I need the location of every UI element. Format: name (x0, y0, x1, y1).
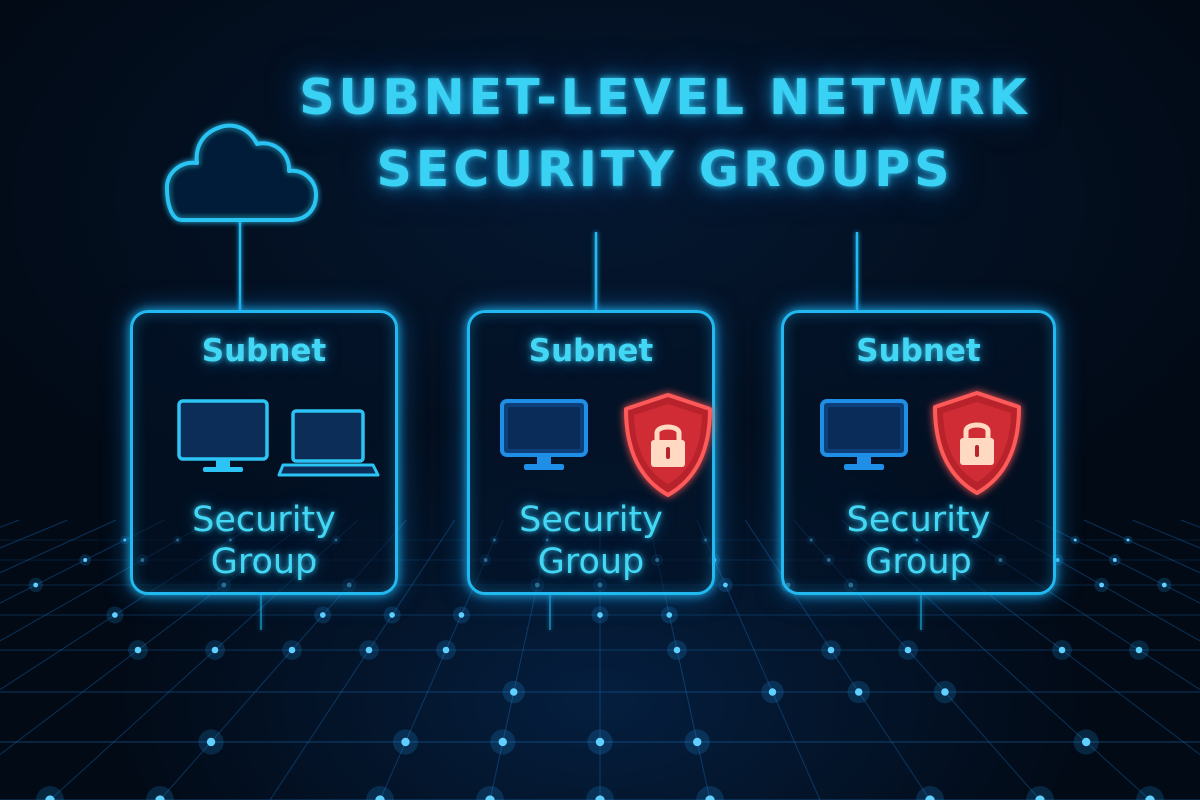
security-group-line-2: Group (865, 542, 972, 582)
grid-node (941, 688, 949, 696)
subnet-label: Subnet (201, 333, 327, 369)
grid-node (1145, 795, 1155, 800)
grid-line (0, 519, 117, 574)
grid-node (1099, 582, 1104, 588)
grid-node (693, 737, 702, 747)
grid-node (904, 646, 912, 654)
grid-node (1055, 558, 1060, 562)
grid-node (1082, 737, 1091, 747)
cloud-icon (150, 118, 320, 228)
grid-node (1073, 538, 1077, 542)
laptop-icon (277, 408, 380, 478)
security-group-label: Security Group (784, 499, 1053, 583)
grid-line (744, 519, 931, 800)
security-group-line-2: Group (537, 542, 645, 582)
security-group-line-2: Group (210, 542, 318, 582)
grid-node (33, 582, 39, 588)
grid-node (211, 646, 219, 654)
security-group-line-1: Security (192, 500, 336, 540)
grid-node (365, 646, 373, 654)
grid-node (1035, 795, 1045, 800)
grid-node (705, 795, 715, 800)
grid-node (458, 612, 465, 618)
grid-node (485, 795, 495, 800)
diagram-title: SUBNET-LEVEL NETWRK SECURITY GROUPS (250, 62, 1080, 206)
grid-node (134, 646, 142, 654)
subnet-card-1: Subnet Security Group (130, 310, 398, 595)
grid-node-glow (916, 786, 944, 800)
security-group-label: Security Group (133, 499, 395, 583)
grid-line (1035, 519, 1200, 604)
grid-node (925, 795, 935, 800)
grid-node (206, 737, 216, 747)
grid-node (723, 582, 728, 588)
grid-line (0, 519, 165, 604)
grid-node (510, 688, 518, 696)
monitor-icon (175, 398, 275, 478)
title-line-1: SUBNET-LEVEL NETWRK (299, 69, 1031, 126)
subnet-card-2: Subnet (467, 310, 715, 595)
grid-node (45, 795, 55, 800)
grid-node (595, 795, 605, 800)
grid-node (498, 737, 507, 747)
subnet-card-3: Subnet (781, 310, 1056, 595)
monitor-icon (498, 398, 594, 478)
grid-node (123, 538, 127, 542)
title-line-2: SECURITY GROUPS (376, 141, 954, 198)
grid-line (1083, 519, 1200, 574)
grid-node (389, 612, 395, 618)
monitor-icon (818, 398, 914, 478)
grid-node-glow (696, 786, 724, 800)
grid-node (854, 688, 863, 696)
grid-node (112, 612, 118, 618)
grid-node-glow (36, 786, 64, 800)
grid-node-glow (1136, 786, 1164, 800)
grid-node-glow (366, 786, 394, 800)
grid-node (597, 612, 603, 618)
subnet-label: Subnet (528, 333, 654, 369)
grid-node (288, 646, 296, 654)
grid-node (673, 646, 681, 654)
grid-line (696, 519, 821, 800)
security-group-line-1: Security (846, 500, 991, 540)
grid-line (986, 519, 1200, 642)
grid-node (1112, 558, 1117, 562)
subnet-label: Subnet (856, 333, 981, 369)
grid-node (595, 737, 605, 747)
grid-line (269, 519, 456, 800)
grid-nodes (28, 535, 1172, 800)
grid-node-glow (1026, 786, 1054, 800)
grid-node (1126, 538, 1130, 542)
security-group-label: Security Group (470, 499, 712, 583)
grid-node (401, 737, 410, 747)
grid-node (155, 795, 165, 800)
grid-node (827, 646, 835, 654)
security-group-line-1: Security (519, 500, 663, 540)
grid-node (1135, 646, 1143, 654)
shield-lock-icon (620, 391, 716, 501)
grid-node (768, 688, 777, 696)
grid-node (83, 558, 88, 562)
grid-node-glow (476, 786, 504, 800)
grid-node (375, 795, 385, 800)
grid-node (1161, 582, 1167, 588)
grid-node (666, 612, 673, 618)
grid-node (319, 612, 326, 618)
grid-node-glow (146, 786, 174, 800)
grid-node-glow (586, 786, 614, 800)
shield-lock-icon (929, 389, 1025, 499)
grid-node (442, 646, 450, 654)
grid-node (1058, 646, 1066, 654)
